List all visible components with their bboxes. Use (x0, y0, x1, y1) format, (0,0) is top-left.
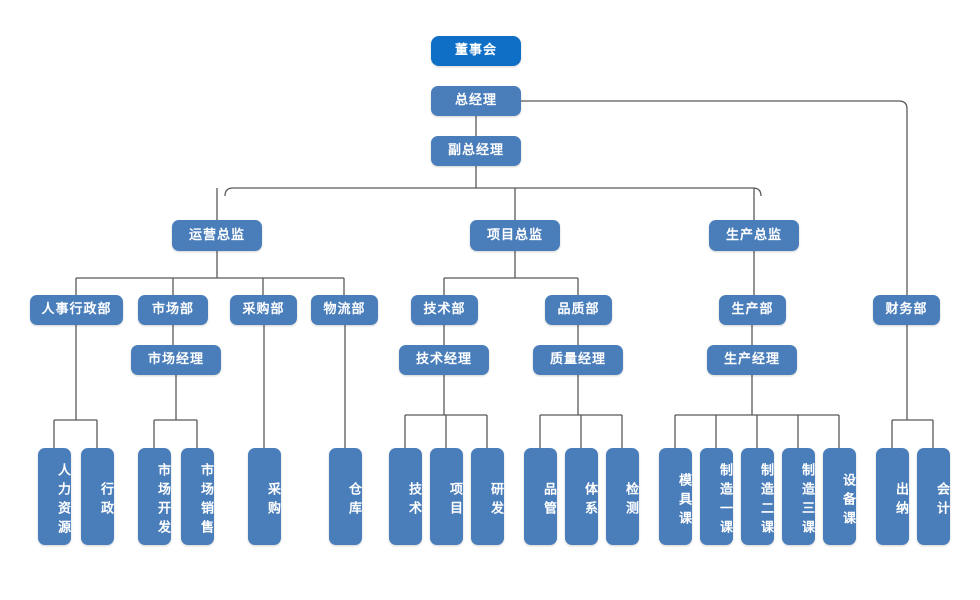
org-node-dept-tech[interactable]: 技术部 (411, 295, 478, 325)
org-node-dept-hr[interactable]: 人事行政部 (30, 295, 123, 325)
connector-gm-to-finance (521, 100, 908, 295)
connector-dir-bus (224, 187, 762, 197)
org-node-leaf-mfg2[interactable]: 制造二课 (741, 448, 774, 545)
org-node-leaf-mktdev[interactable]: 市场开发 (138, 448, 171, 545)
org-node-leaf-equip[interactable]: 设备课 (823, 448, 856, 545)
org-node-leaf-tech[interactable]: 技术 (389, 448, 422, 545)
org-node-mgr-qa[interactable]: 质量经理 (533, 345, 623, 375)
org-node-leaf-pur[interactable]: 采购 (248, 448, 281, 545)
org-node-leaf-hrres[interactable]: 人力资源 (38, 448, 71, 545)
org-node-dept-fin[interactable]: 财务部 (873, 295, 940, 325)
org-node-leaf-sys[interactable]: 体系 (565, 448, 598, 545)
org-node-leaf-proj[interactable]: 项目 (430, 448, 463, 545)
org-node-leaf-mfg1[interactable]: 制造一课 (700, 448, 733, 545)
org-node-leaf-mktsale[interactable]: 市场销售 (181, 448, 214, 545)
org-node-dir-proj[interactable]: 项目总监 (470, 220, 560, 251)
org-node-board[interactable]: 董事会 (431, 36, 521, 66)
org-node-leaf-cash[interactable]: 出纳 (876, 448, 909, 545)
org-node-dept-prod[interactable]: 生产部 (719, 295, 786, 325)
org-node-leaf-mfg3[interactable]: 制造三课 (782, 448, 815, 545)
org-node-mgr-prod[interactable]: 生产经理 (707, 345, 797, 375)
org-node-leaf-rd[interactable]: 研发 (471, 448, 504, 545)
org-node-mgr-tech[interactable]: 技术经理 (399, 345, 489, 375)
org-node-dir-ops[interactable]: 运营总监 (172, 220, 262, 251)
org-node-leaf-admin[interactable]: 行政 (81, 448, 114, 545)
org-node-leaf-mold[interactable]: 模具课 (659, 448, 692, 545)
org-node-leaf-wh[interactable]: 仓库 (329, 448, 362, 545)
org-node-dept-log[interactable]: 物流部 (311, 295, 378, 325)
org-node-leaf-acct[interactable]: 会计 (917, 448, 950, 545)
org-node-mgr-mkt[interactable]: 市场经理 (131, 345, 221, 375)
org-node-leaf-test[interactable]: 检测 (606, 448, 639, 545)
org-node-leaf-qc[interactable]: 品管 (524, 448, 557, 545)
org-node-gm[interactable]: 总经理 (431, 86, 521, 116)
org-node-dir-prod[interactable]: 生产总监 (709, 220, 799, 251)
org-node-dept-qa[interactable]: 品质部 (545, 295, 612, 325)
org-node-dept-mkt[interactable]: 市场部 (138, 295, 208, 325)
org-node-dept-pur[interactable]: 采购部 (230, 295, 297, 325)
org-node-dgm[interactable]: 副总经理 (431, 136, 521, 166)
